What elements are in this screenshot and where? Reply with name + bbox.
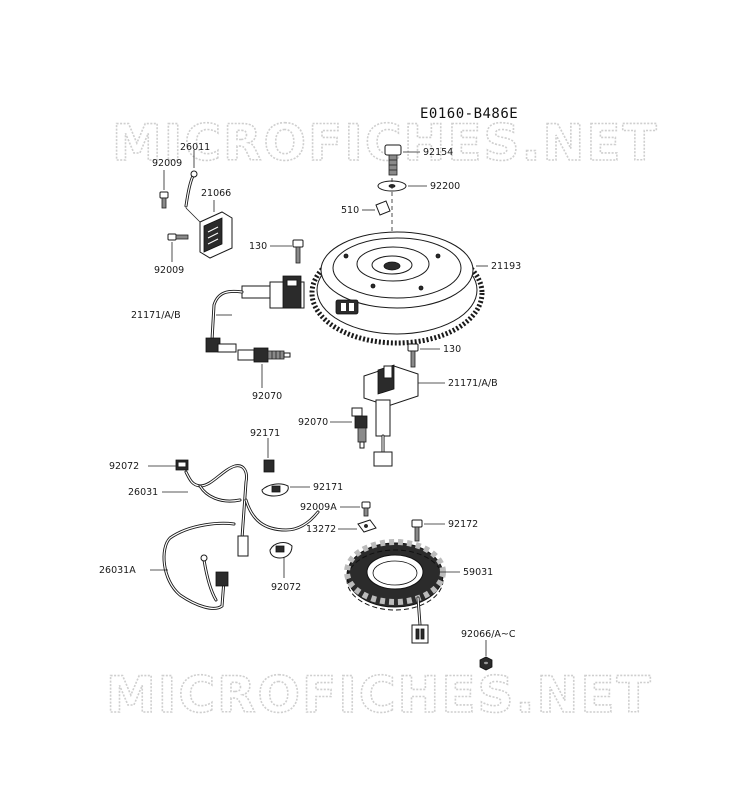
spark-plug-right — [351, 407, 368, 449]
screw-92009-top — [159, 191, 169, 209]
diagram-code: E0160-B486E — [420, 106, 518, 122]
terminal-92171-top — [263, 459, 275, 473]
label-92066: 92066/A~C — [461, 629, 516, 640]
label-130-mid: 130 — [443, 344, 461, 355]
ignition-coil-left — [205, 275, 305, 353]
controller-21066 — [185, 207, 233, 259]
screw-92009-bottom — [167, 233, 189, 241]
label-26031A: 26031A — [99, 565, 136, 576]
label-92009A: 92009A — [300, 502, 337, 513]
bolt-92172 — [411, 519, 423, 542]
watermark-bottom: MICROFICHES.NET — [106, 666, 653, 724]
harness-26031 — [184, 464, 320, 557]
label-510: 510 — [341, 205, 359, 216]
flywheel-21193 — [309, 231, 485, 346]
label-21193: 21193 — [491, 261, 521, 272]
stator-59031 — [344, 539, 446, 644]
label-92172: 92172 — [448, 519, 478, 530]
screw-92009A — [361, 501, 371, 517]
label-21171-left: 21171/A/B — [131, 310, 181, 321]
clamp-13272 — [357, 519, 377, 533]
label-92009-top: 92009 — [152, 158, 182, 169]
terminal-92072-bottom — [269, 542, 293, 559]
flywheel-bolt-92154 — [384, 144, 402, 176]
bolt-130-mid — [407, 343, 419, 368]
label-130-top: 130 — [249, 241, 267, 252]
wire-26011 — [184, 170, 198, 208]
label-92171-mid: 92171 — [313, 482, 343, 493]
label-21066: 21066 — [201, 188, 231, 199]
spark-plug-left — [237, 347, 291, 363]
label-92009-bottom: 92009 — [154, 265, 184, 276]
ignition-coil-right — [363, 364, 419, 467]
harness-26031A — [162, 521, 236, 610]
key-510 — [375, 200, 391, 216]
label-92070-right: 92070 — [298, 417, 328, 428]
terminal-92171-mid — [261, 483, 289, 497]
connector-92072-top — [175, 459, 189, 471]
watermark-top: MICROFICHES.NET — [112, 114, 659, 172]
label-92154: 92154 — [423, 147, 453, 158]
label-92171-top: 92171 — [250, 428, 280, 439]
label-92072-bottom: 92072 — [271, 582, 301, 593]
label-13272: 13272 — [306, 524, 336, 535]
label-92072-top: 92072 — [109, 461, 139, 472]
label-26031: 26031 — [128, 487, 158, 498]
label-92200: 92200 — [430, 181, 460, 192]
label-59031: 59031 — [463, 567, 493, 578]
bolt-130-top — [292, 239, 304, 264]
nut-92066 — [479, 656, 493, 671]
label-21171-right: 21171/A/B — [448, 378, 498, 389]
label-92070-left: 92070 — [252, 391, 282, 402]
label-26011: 26011 — [180, 142, 210, 153]
